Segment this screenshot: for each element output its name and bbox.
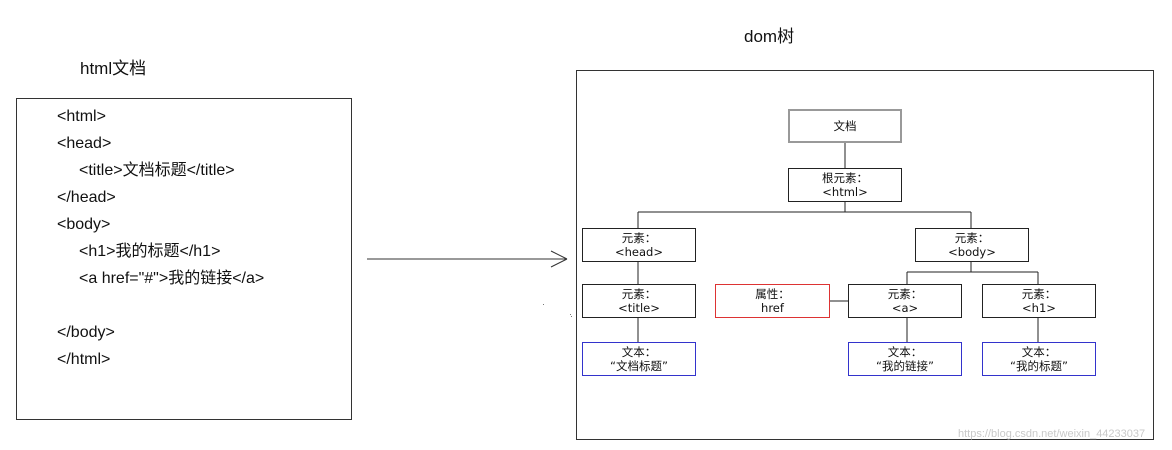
node-html-tag: <html> [822, 185, 868, 199]
node-text-heading-label: 文本： [1021, 345, 1057, 359]
node-a: 元素： <a> [848, 284, 962, 318]
node-head: 元素： <head> [582, 228, 696, 262]
node-attribute-label: 属性： [755, 287, 790, 301]
node-title-tag: <title> [618, 301, 660, 315]
node-h1: 元素： <h1> [982, 284, 1096, 318]
html-code-box: <html> <head> <title>文档标题</title> </head… [16, 98, 352, 420]
node-text-heading-value: “我的标题” [1010, 359, 1068, 373]
node-text-heading: 文本： “我的标题” [982, 342, 1096, 376]
node-title-label: 元素： [621, 287, 657, 301]
node-html-label: 根元素： [822, 171, 868, 185]
node-text-title: 文本： “文档标题” [582, 342, 696, 376]
code-line-html-close: </html> [57, 351, 111, 368]
node-body-tag: <body> [948, 245, 996, 259]
code-line-title: <title>文档标题</title> [79, 162, 235, 179]
watermark: https://blog.csdn.net/weixin_44233037 [958, 428, 1146, 440]
code-line-body-open: <body> [57, 216, 111, 233]
node-text-title-label: 文本： [621, 345, 657, 359]
code-line-body-close: </body> [57, 324, 115, 341]
tree-connectors [637, 143, 1039, 342]
code-line-head-close: </head> [57, 189, 116, 206]
node-a-label: 元素： [887, 287, 923, 301]
node-a-tag: <a> [891, 301, 919, 315]
node-h1-label: 元素： [1021, 287, 1057, 301]
node-head-label: 元素： [621, 231, 657, 245]
node-body: 元素： <body> [915, 228, 1029, 262]
arrow-right-icon [367, 250, 568, 268]
node-text-link-label: 文本： [887, 345, 923, 359]
node-document-label: 文档 [833, 119, 857, 133]
node-title: 元素： <title> [582, 284, 696, 318]
dom-tree-title: dom树 [744, 27, 795, 46]
node-text-link: 文本： “我的链接” [848, 342, 962, 376]
code-line-h1: <h1>我的标题</h1> [79, 243, 221, 260]
node-text-title-value: “文档标题” [610, 359, 668, 373]
node-document: 文档 [788, 109, 902, 143]
dom-tree-frame [576, 70, 1154, 440]
code-line-head-open: <head> [57, 135, 112, 152]
code-line-html-open: <html> [57, 108, 106, 125]
code-line-a: <a href="#">我的链接</a> [79, 270, 265, 287]
node-html: 根元素： <html> [788, 168, 902, 202]
node-attribute-href: 属性： href [715, 284, 830, 318]
node-h1-tag: <h1> [1022, 301, 1056, 315]
html-doc-title: html文档 [80, 59, 147, 78]
node-text-link-value: “我的链接” [876, 359, 934, 373]
node-attribute-name: href [761, 301, 784, 315]
node-head-tag: <head> [615, 245, 663, 259]
node-body-label: 元素： [954, 231, 990, 245]
